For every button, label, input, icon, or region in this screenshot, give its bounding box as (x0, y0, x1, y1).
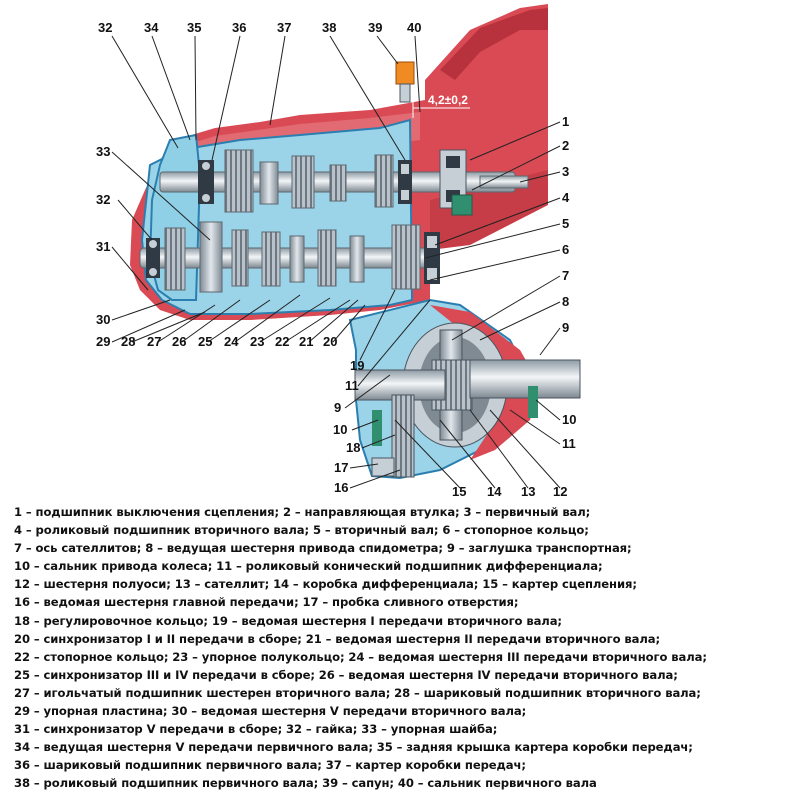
primary-shaft-gears (224, 149, 394, 213)
callout-25: 25 (198, 334, 212, 349)
callout-40: 40 (407, 20, 421, 35)
callout-3: 3 (562, 164, 569, 179)
callout-39: 39 (368, 20, 382, 35)
callout-1: 1 (562, 114, 569, 129)
callout-27: 27 (147, 334, 161, 349)
callout-11-left: 11 (345, 378, 359, 393)
callout-2: 2 (562, 138, 569, 153)
callout-15: 15 (452, 484, 466, 499)
dimension-label: 4,2±0,2 (428, 93, 468, 107)
legend-line: 1 – подшипник выключения сцепления; 2 – … (14, 505, 591, 519)
callout-10-right: 10 (562, 412, 576, 427)
legend-line: 25 – синхронизатор III и IV передачи в с… (14, 667, 678, 682)
legend-line: 12 – шестерня полуоси; 13 – сателлит; 14… (14, 577, 637, 592)
parts-legend: 1 – подшипник выключения сцепления; 2 – … (14, 503, 794, 793)
legend-line: 20 – синхронизатор I и II передачи в сбо… (14, 631, 661, 646)
callout-20: 20 (323, 334, 337, 349)
clutch-housing (425, 4, 548, 250)
callout-labels: 32 34 35 36 37 38 39 40 33 32 31 30 19 1… (96, 20, 576, 499)
legend-line: 10 – сальник привода колеса; 11 – ролико… (14, 559, 603, 574)
wheel-drive-seals (372, 386, 538, 446)
callout-7: 7 (562, 268, 569, 283)
callout-12-bottom: 12 (553, 484, 567, 499)
callout-10-left: 10 (333, 422, 347, 437)
legend-line: 18 – регулировочное кольцо; 19 – ведомая… (14, 613, 562, 628)
callout-14: 14 (487, 484, 502, 499)
gearbox-cross-section-diagram: 4,2±0,2 (96, 4, 581, 499)
callout-37: 37 (277, 20, 291, 35)
callout-33: 33 (96, 144, 110, 159)
callout-21: 21 (299, 334, 313, 349)
legend-line: 34 – ведущая шестерня V передачи первичн… (14, 740, 693, 755)
legend-line: 27 – игольчатый подшипник шестерен втори… (14, 685, 701, 700)
callout-13: 13 (521, 484, 535, 499)
legend-line: 7 – ось сателлитов; 8 – ведущая шестерня… (14, 541, 632, 556)
callout-34: 34 (144, 20, 159, 35)
callout-19: 19 (350, 358, 364, 373)
legend-line: 38 – роликовый подшипник первичного вала… (14, 776, 597, 791)
callout-31: 31 (96, 239, 110, 254)
callout-28: 28 (121, 334, 135, 349)
secondary-shaft-bearings (146, 232, 440, 284)
callout-9-right: 9 (562, 320, 569, 335)
callout-16: 16 (334, 480, 348, 495)
callout-24: 24 (224, 334, 239, 349)
callout-9-left: 9 (334, 400, 341, 415)
callout-32-left: 32 (96, 192, 110, 207)
dimension-marker: 4,2±0,2 (412, 93, 470, 118)
breather (395, 61, 415, 103)
primary-shaft-bearings (198, 160, 412, 204)
callout-17: 17 (334, 460, 348, 475)
callout-5: 5 (562, 216, 569, 231)
legend-line: 16 – ведомая шестерня главной передачи; … (14, 595, 519, 610)
callout-26: 26 (172, 334, 186, 349)
leader-lines (111, 35, 561, 489)
release-bearing (439, 149, 473, 216)
callout-38: 38 (322, 20, 336, 35)
callout-23: 23 (250, 334, 264, 349)
callout-30: 30 (96, 312, 110, 327)
callout-8: 8 (562, 294, 569, 309)
legend-line: 36 – шариковый подшипник первичного вала… (14, 758, 526, 773)
callout-4: 4 (562, 190, 570, 205)
callout-29: 29 (96, 334, 110, 349)
secondary-shaft-gears (164, 221, 421, 293)
callout-35: 35 (187, 20, 201, 35)
legend-line: 31 – синхронизатор V передачи в сборе; 3… (14, 722, 498, 737)
callout-36: 36 (232, 20, 246, 35)
legend-line: 29 – упорная пластина; 30 – ведомая шест… (14, 704, 527, 719)
legend-line: 4 – роликовый подшипник вторичного вала;… (14, 523, 589, 538)
callout-11-right: 11 (562, 436, 576, 451)
callout-18: 18 (346, 440, 360, 455)
callout-22: 22 (275, 334, 289, 349)
legend-line: 22 – стопорное кольцо; 23 – упорное полу… (14, 649, 707, 664)
callout-32-top: 32 (98, 20, 112, 35)
callout-6: 6 (562, 242, 569, 257)
